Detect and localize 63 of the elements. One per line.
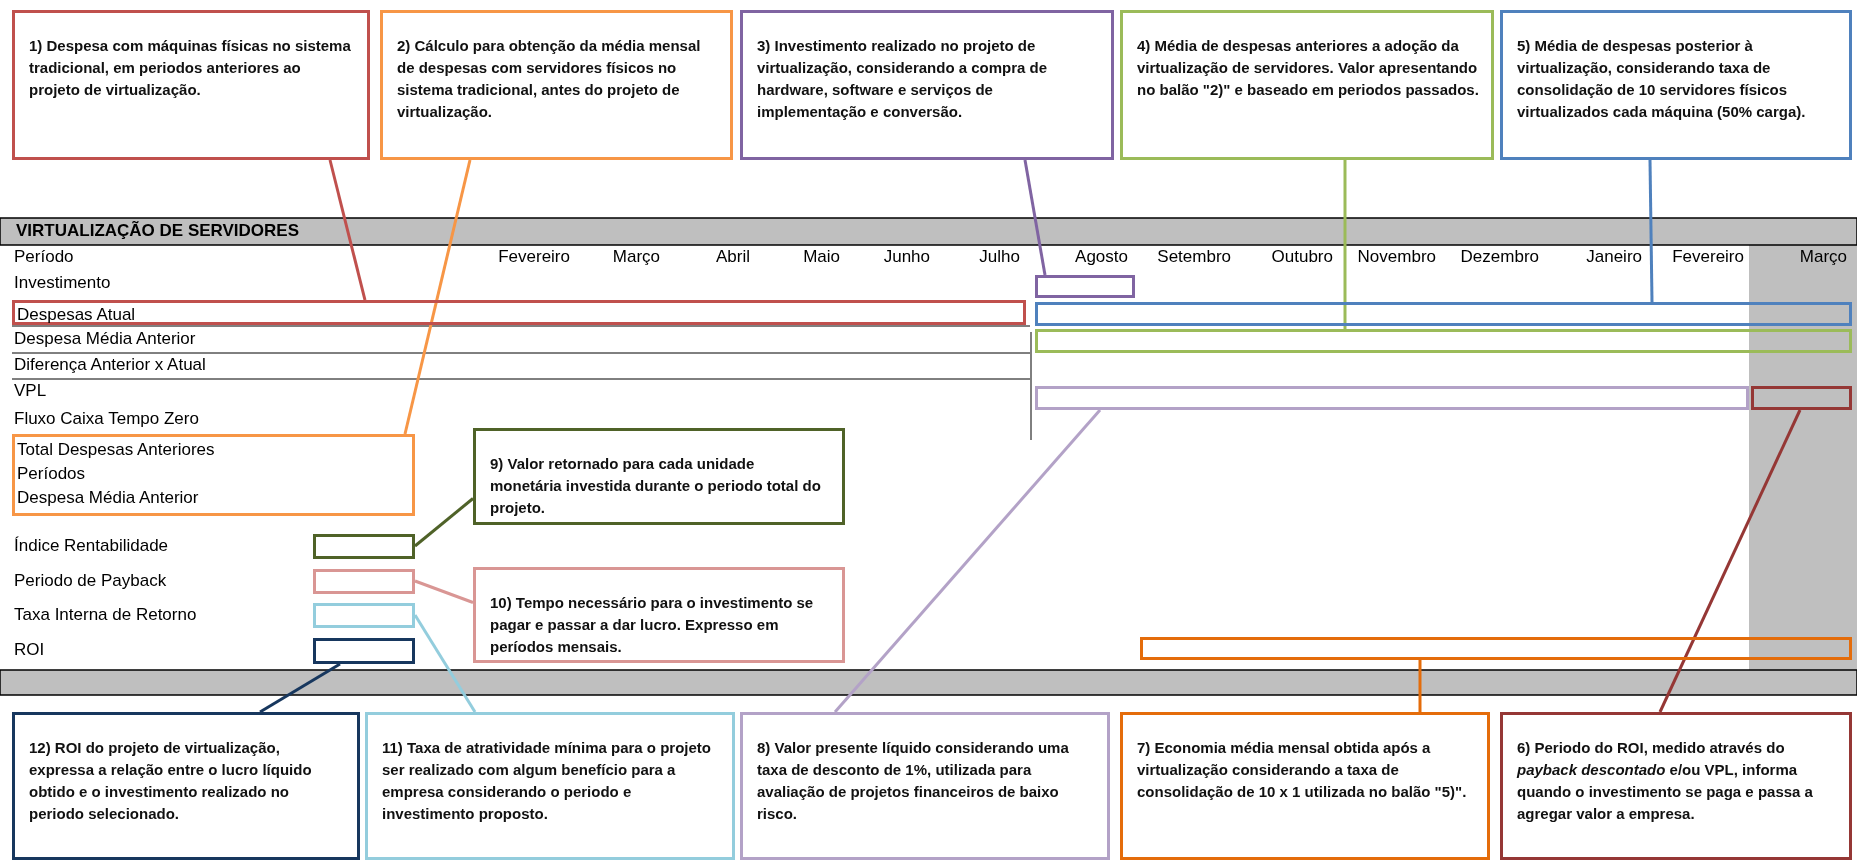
leader-line — [259, 662, 341, 714]
callout-box: 11) Taxa de atratividade mínima para o projeto ser realizado com algum benefício para a empresa considerando o periodo e investimento proposto. — [365, 712, 735, 860]
highlight-box — [1035, 302, 1852, 326]
callout-box: 7) Economia média mensal obtida após a virtualização considerando a taxa de consolidação de 10 x 1 utilizada no balão "5)". — [1120, 712, 1490, 860]
highlight-box — [313, 638, 415, 664]
row-label: Diferença Anterior x Atual — [14, 354, 206, 376]
column-header: Julho — [979, 246, 1020, 268]
callout-box: 10) Tempo necessário para o investimento se pagar e passar a dar lucro. Expresso em períodos mensais. — [473, 567, 845, 663]
column-header: Março — [1799, 246, 1847, 268]
highlight-box — [1035, 386, 1749, 410]
row-label: Fluxo Caixa Tempo Zero — [14, 408, 199, 430]
leader-line — [833, 409, 1102, 713]
leader-line — [1648, 159, 1654, 303]
leader-line — [1418, 660, 1422, 712]
callout-box: 5) Média de despesas posterior à virtualização, considerando taxa de consolidação de 10 servidores físicos virtualizados cada máquina (50% carga). — [1500, 10, 1852, 160]
callout-box: 9) Valor retornado para cada unidade monetária investida durante o periodo total do projeto. — [473, 428, 845, 525]
highlight-box: Despesas Atual — [12, 300, 1026, 325]
row-label: Períodos — [16, 463, 87, 485]
callout-box: 3) Investimento realizado no projeto de virtualização, considerando a compra de hardware, software e serviços de implementação e conversão. — [740, 10, 1114, 160]
table-heading: VIRTUALIZAÇÃO DE SERVIDORES — [16, 220, 300, 242]
row-label: Investimento — [14, 272, 111, 294]
row-label: Taxa Interna de Retorno — [14, 604, 197, 626]
highlight-box — [313, 603, 415, 628]
row-label: Total Despesas Anteriores — [16, 439, 216, 461]
highlight-box — [313, 569, 415, 594]
highlight-box — [1035, 329, 1852, 353]
column-header: Agosto — [1075, 246, 1128, 268]
column-header: Fevereiro — [498, 246, 570, 268]
column-header: Outubro — [1271, 246, 1333, 268]
column-header: Janeiro — [1586, 246, 1642, 268]
callout-box: 1) Despesa com máquinas físicas no sistema tradicional, em periodos anteriores ao projeto de virtualização. — [12, 10, 370, 160]
column-header: Fevereiro — [1672, 246, 1744, 268]
leader-line — [414, 579, 474, 604]
callout-box: 8) Valor presente líquido considerando uma taxa de desconto de 1%, utilizada para avaliação de projetos financeiros de baixo risco. — [740, 712, 1110, 860]
row-label: Índice Rentabilidade — [14, 535, 169, 557]
highlight-box — [12, 434, 415, 516]
column-header: Abril — [716, 246, 750, 268]
column-header: Novembro — [1357, 246, 1436, 268]
row-label: VPL — [14, 380, 47, 402]
leader-line — [1343, 160, 1347, 329]
callout-box: 12) ROI do projeto de virtualização, expressa a relação entre o lucro líquido obtido e o investimento realizado no periodo selecionado. — [12, 712, 360, 860]
row-label: Despesa Média Anterior — [16, 487, 200, 509]
column-header: Maio — [803, 246, 840, 268]
highlight-box — [1035, 275, 1135, 298]
callout-box: 6) Periodo do ROI, medido através do payback descontado e/ou VPL, informa quando o investimento se paga e passa a agregar valor a empresa. — [1500, 712, 1852, 860]
leader-line — [328, 159, 367, 301]
leader-line — [403, 159, 472, 435]
column-header: Junho — [883, 246, 930, 268]
leader-line — [414, 497, 474, 548]
row-label: Período — [14, 246, 74, 268]
row-label: ROI — [14, 639, 45, 661]
highlight-box — [1140, 637, 1852, 660]
row-label: Periodo de Payback — [14, 570, 167, 592]
row-label: Despesa Média Anterior — [14, 328, 196, 350]
column-header: Março — [612, 246, 660, 268]
leader-line — [413, 614, 477, 713]
column-header: Setembro — [1157, 246, 1231, 268]
callout-box: 2) Cálculo para obtenção da média mensal de despesas com servidores físicos no sistema tradicional, antes do projeto de virtualização. — [380, 10, 733, 160]
callout-box: 4) Média de despesas anteriores a adoção da virtualização de servidores. Valor apresentando no balão "2)" e baseado em periodos passados. — [1120, 10, 1494, 160]
column-header: Dezembro — [1460, 246, 1539, 268]
highlight-box — [313, 534, 415, 559]
leader-line — [1658, 409, 1802, 713]
highlight-box — [1751, 386, 1852, 410]
